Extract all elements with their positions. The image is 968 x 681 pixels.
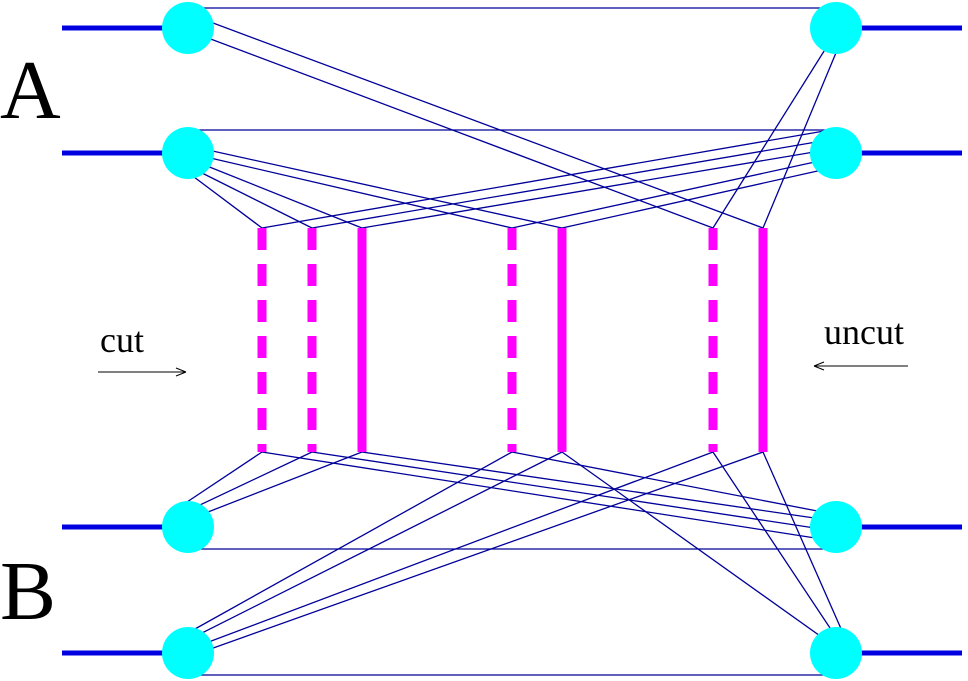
connection-line [361, 451, 829, 521]
connection-line [191, 451, 563, 639]
connection-line [261, 451, 829, 541]
uncut-arrow-head [813, 361, 825, 371]
cut-lines [257, 228, 768, 452]
node-a2-left [162, 127, 214, 179]
node-b2-left [162, 627, 214, 679]
vertex-nodes [162, 2, 862, 679]
connection-line [311, 451, 829, 531]
uncut-label: uncut [824, 312, 904, 352]
connection-line [511, 159, 825, 229]
connection-lines [177, 7, 847, 676]
connection-line [207, 149, 563, 229]
node-b2-right [810, 627, 862, 679]
connection-line [561, 169, 823, 229]
node-a2-right [810, 127, 862, 179]
arrows [98, 361, 908, 377]
node-b1-right [810, 501, 862, 553]
connection-line [189, 451, 363, 520]
cut-label: cut [100, 320, 144, 360]
connection-line [561, 451, 845, 654]
connection-line [197, 451, 714, 647]
connection-line [762, 451, 847, 641]
node-b1-left [162, 501, 214, 553]
connection-line [201, 163, 363, 229]
group-a-label: A [0, 44, 61, 137]
node-a1-right [810, 2, 862, 54]
connection-line [712, 451, 839, 641]
connection-line [762, 47, 839, 229]
connection-line [205, 156, 513, 229]
connection-line [201, 451, 764, 653]
connection-line [361, 149, 827, 229]
connection-line [712, 47, 827, 229]
node-a1-left [162, 2, 214, 54]
connection-line [177, 451, 263, 509]
connection-line [311, 139, 829, 229]
connection-line [199, 34, 714, 229]
connection-line [189, 173, 263, 229]
connection-line [195, 169, 313, 229]
connection-line [182, 451, 313, 514]
connection-line [511, 451, 839, 516]
connection-line [185, 451, 513, 635]
cut-arrow-head [175, 367, 187, 377]
group-b-label: B [0, 545, 56, 638]
connection-line [204, 19, 764, 229]
connection-line [261, 129, 831, 229]
